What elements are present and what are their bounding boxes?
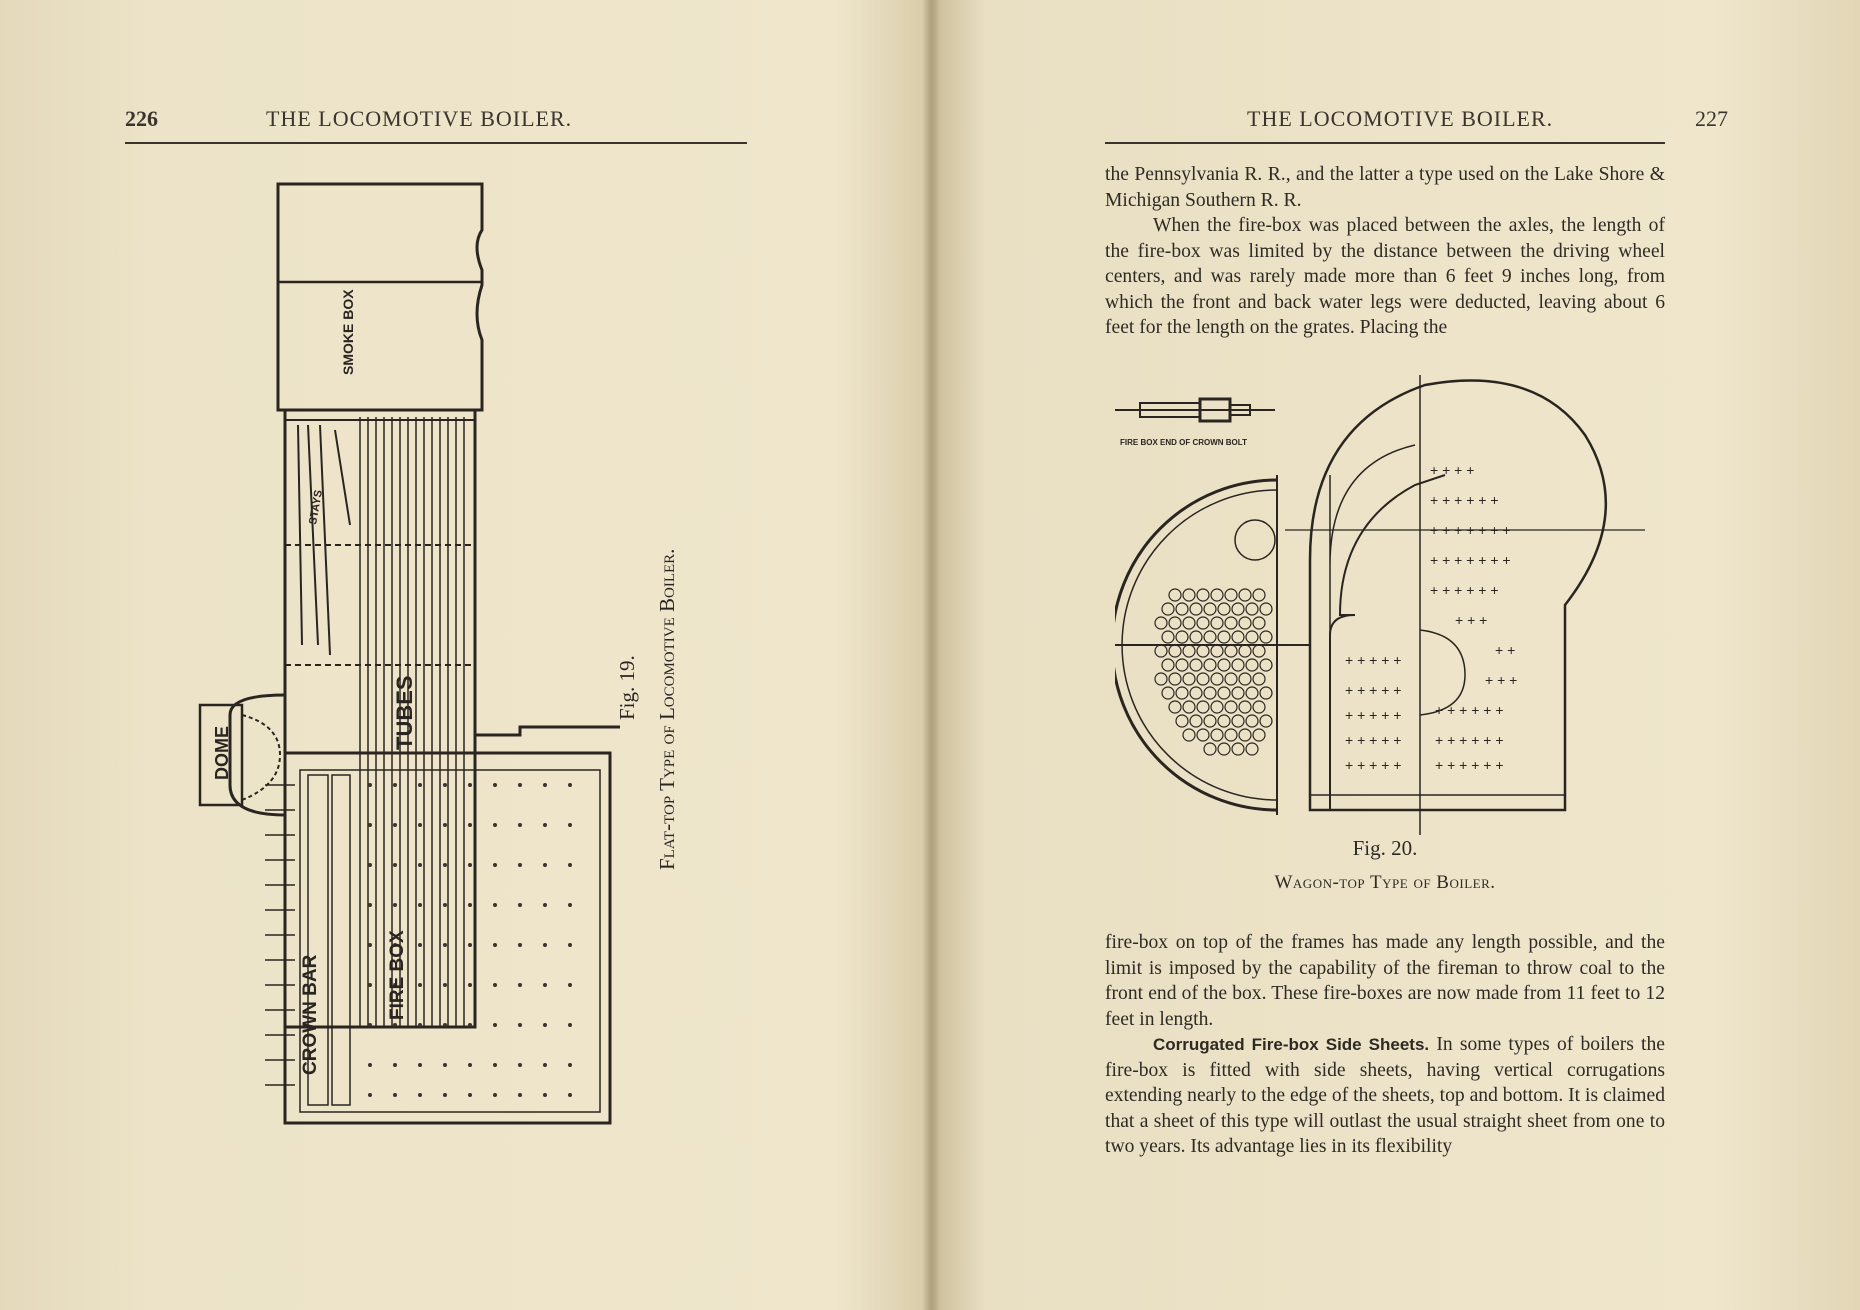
crown-bolt-label: FIRE BOX END OF CROWN BOLT bbox=[1120, 438, 1247, 447]
svg-text:+ + + + + +: + + + + + + bbox=[1435, 732, 1504, 748]
svg-text:+ + + + +: + + + + + bbox=[1345, 682, 1401, 698]
fig20-wagon-top-drawing: + + + + + + + + + + + + + + + + + + + + + … bbox=[1115, 375, 1645, 835]
stays-label: STAYS bbox=[307, 489, 325, 525]
left-header-rule bbox=[125, 142, 747, 144]
smoke-box-label: SMOKE BOX bbox=[340, 289, 356, 375]
right-running-head: THE LOCOMOTIVE BOILER. bbox=[1247, 106, 1554, 131]
paragraph-top-2: When the fire-box was placed between the… bbox=[1105, 215, 1665, 338]
right-page: THE LOCOMOTIVE BOILER. 227 the Pennsylva… bbox=[935, 0, 1860, 1310]
svg-text:+ + + + + +: + + + + + + bbox=[1435, 702, 1504, 718]
crown-bar-label: CROWN BAR bbox=[300, 954, 321, 1075]
fig19-caption: Flat-top Type of Locomotive Boiler. bbox=[655, 548, 679, 870]
bottom-text-block: fire-box on top of the frames has made a… bbox=[1105, 930, 1665, 1160]
paragraph-top-1: the Pennsylvania R. R., and the latter a… bbox=[1105, 164, 1665, 211]
right-header-rule bbox=[1105, 142, 1665, 144]
svg-text:+ + + + +: + + + + + bbox=[1345, 707, 1401, 723]
svg-text:+ + + + + + +: + + + + + + + bbox=[1430, 552, 1511, 568]
svg-text:+ + + + +: + + + + + bbox=[1345, 732, 1401, 748]
svg-text:+ + + + + +: + + + + + + bbox=[1435, 757, 1504, 773]
fire-box-label: FIRE BOX bbox=[387, 930, 408, 1020]
left-page-number: 226 bbox=[125, 106, 158, 131]
section-paragraph: Corrugated Fire-box Side Sheets. In some… bbox=[1105, 1032, 1665, 1160]
svg-text:+ + + + +: + + + + + bbox=[1345, 652, 1401, 668]
section-text: In some types of boilers the fire-box is… bbox=[1105, 1034, 1665, 1157]
svg-text:+ + + + + +: + + + + + + bbox=[1430, 582, 1499, 598]
fig20-caption: Wagon-top Type of Boiler. bbox=[1274, 872, 1496, 893]
left-running-head: THE LOCOMOTIVE BOILER. bbox=[266, 106, 573, 131]
svg-text:+ + +: + + + bbox=[1485, 672, 1517, 688]
section-heading: Corrugated Fire-box Side Sheets. bbox=[1153, 1035, 1430, 1054]
dome-label: DOME bbox=[212, 726, 232, 780]
fig19-caption-block: Fig. 19. Flat-top Type of Locomotive Boi… bbox=[615, 475, 679, 875]
right-page-number: 227 bbox=[1695, 106, 1728, 131]
fig20-number: Fig. 20. bbox=[1352, 836, 1418, 860]
svg-text:+ +: + + bbox=[1495, 642, 1515, 658]
fig19-boiler-drawing: SMOKE BOX STAYS TUBES DOME CROWN BAR FIR… bbox=[198, 182, 620, 1125]
svg-text:+ + + + + + +: + + + + + + + bbox=[1430, 522, 1511, 538]
book-gutter bbox=[922, 0, 940, 1310]
fig19-number: Fig. 19. bbox=[615, 655, 639, 720]
tubes-label: TUBES bbox=[392, 675, 417, 750]
svg-text:+ + +: + + + bbox=[1455, 612, 1487, 628]
left-page: 226 THE LOCOMOTIVE BOILER. bbox=[125, 106, 747, 1125]
svg-text:+ + + +: + + + + bbox=[1430, 462, 1474, 478]
paragraph-bottom: fire-box on top of the frames has made a… bbox=[1105, 932, 1665, 1030]
top-text-block: the Pennsylvania R. R., and the latter a… bbox=[1105, 162, 1665, 341]
svg-text:+ + + + + +: + + + + + + bbox=[1430, 492, 1499, 508]
svg-text:+ + + + +: + + + + + bbox=[1345, 757, 1401, 773]
